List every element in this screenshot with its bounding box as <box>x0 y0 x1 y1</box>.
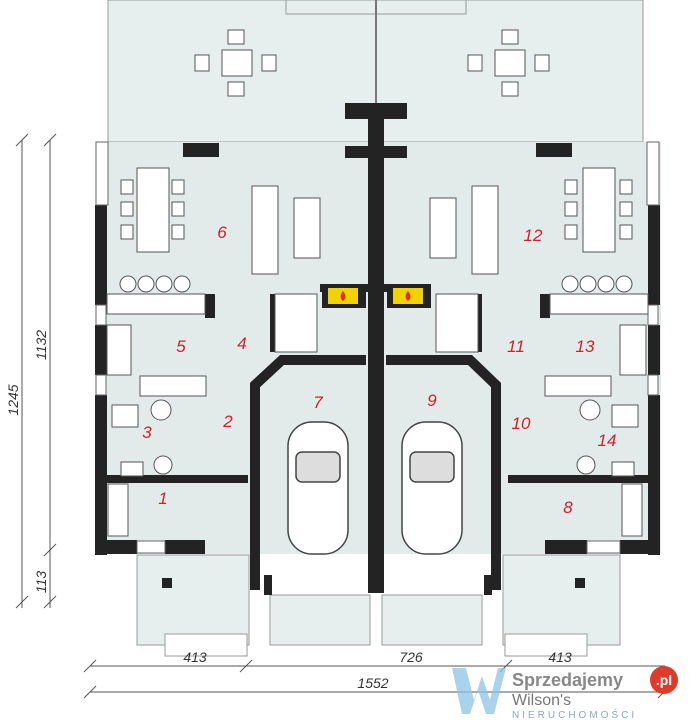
room-label-3: 3 <box>142 423 152 442</box>
room-label-10: 10 <box>512 414 531 433</box>
dim-left-small: 113 <box>33 571 49 594</box>
furniture <box>106 167 649 537</box>
watermark-brand: Wilson's <box>512 692 571 709</box>
room-label-8: 8 <box>563 498 573 517</box>
watermark-badge-circle <box>650 666 678 694</box>
watermark-overlay: Sprzedajemy <box>512 670 623 690</box>
room-label-1: 1 <box>158 489 167 508</box>
room-label-13: 13 <box>576 337 595 356</box>
dim-left-total: 1245 <box>5 384 21 415</box>
room-labels: 6 12 5 4 11 13 7 9 2 10 3 14 1 8 <box>142 223 616 517</box>
room-label-2: 2 <box>222 412 233 431</box>
watermark-w-mark <box>452 668 506 714</box>
walls <box>95 103 660 593</box>
room-label-4: 4 <box>237 334 246 353</box>
garage-wall-right <box>386 355 501 590</box>
dim-bottom-total: 1552 <box>357 675 388 691</box>
terrace-table-left <box>194 29 277 97</box>
room-label-9: 9 <box>427 391 437 410</box>
fireplace-icon <box>322 284 431 308</box>
room-label-6: 6 <box>217 223 227 242</box>
room-label-7: 7 <box>313 393 323 412</box>
terrace-table-right <box>467 29 550 97</box>
garage-wall-left <box>250 355 366 590</box>
dim-bottom-left: 413 <box>183 649 207 665</box>
room-label-12: 12 <box>524 226 543 245</box>
windows <box>95 141 660 554</box>
dim-left-main: 1132 <box>33 330 49 360</box>
dimension-lines <box>15 133 671 699</box>
room-label-5: 5 <box>176 337 186 356</box>
dim-bottom-middle: 726 <box>399 649 423 665</box>
room-label-11: 11 <box>507 337 525 356</box>
forecourt <box>136 554 621 657</box>
room-label-14: 14 <box>598 431 617 450</box>
watermark-subtitle: NIERUCHOMOŚCI <box>512 708 637 720</box>
car-icon <box>287 421 463 555</box>
watermark-logo: Sprzedajemy .pl Wilson's NIERUCHOMOŚCI <box>452 666 678 720</box>
watermark-badge: .pl <box>656 672 672 688</box>
dim-bottom-right: 413 <box>548 649 572 665</box>
